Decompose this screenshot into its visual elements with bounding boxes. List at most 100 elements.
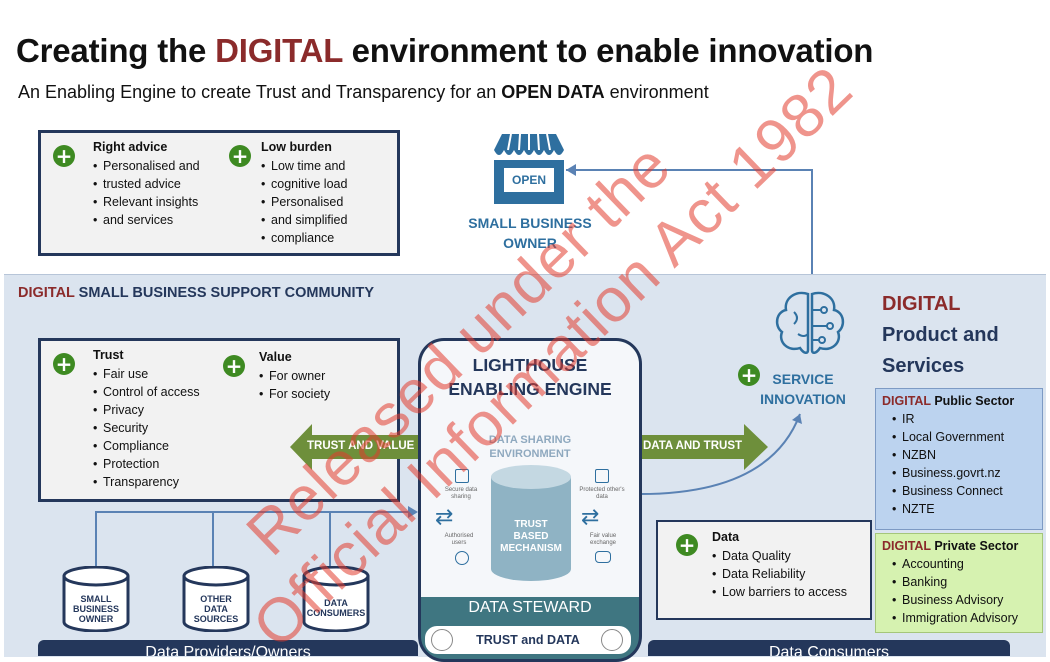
list-item: IR: [892, 410, 1004, 428]
list-item: NZTE: [892, 500, 1004, 518]
certificate-icon: [601, 629, 623, 651]
secure-sharing-label: Secure data sharing: [444, 487, 478, 500]
right-advice-list: Personalised and trusted advice Relevant…: [93, 157, 200, 229]
data-consumers-bar: Data Consumers: [648, 640, 1010, 656]
list-item: Low time and: [261, 157, 347, 175]
community-accent: DIGITAL: [18, 285, 75, 301]
list-item: trusted advice: [93, 175, 200, 193]
cyl-line: BUSINESS: [72, 604, 119, 614]
data-list: Data Quality Data Reliability Low barrie…: [712, 547, 847, 601]
sector-accent: DIGITAL: [882, 539, 931, 553]
cylinder-label: DATA CONSUMERS: [302, 598, 370, 618]
community-rest: SMALL BUSINESS SUPPORT COMMUNITY: [74, 285, 375, 301]
list-item-text: trusted advice: [103, 177, 181, 191]
data-consumers-label: Data Consumers: [768, 644, 890, 656]
benefits-box: + Right advice Personalised and trusted …: [38, 130, 400, 256]
sector-heading-text: Public Sector: [930, 394, 1015, 408]
list-item: compliance: [261, 229, 347, 247]
page-title: Creating the DIGITAL environment to enab…: [16, 32, 873, 70]
plus-icon: +: [53, 145, 75, 167]
fair-value-label: Fair value exchange: [589, 533, 617, 546]
list-item: Business.govrt.nz: [892, 464, 1004, 482]
list-item: For owner: [259, 367, 330, 385]
list-item: Relevant insights: [93, 193, 200, 211]
list-item: Accounting: [892, 555, 1018, 573]
list-item: Data Reliability: [712, 565, 847, 583]
list-item: Security: [93, 419, 200, 437]
swap-icon: ⇄: [581, 505, 600, 530]
list-item: Banking: [892, 573, 1018, 591]
sharing-line: ENVIRONMENT: [489, 448, 571, 460]
cyl-line: TRUST: [514, 519, 548, 530]
label-line: SMALL BUSINESS: [468, 215, 592, 231]
sector-heading-text: Private Sector: [930, 539, 1019, 553]
data-and-trust-label: DATA AND TRUST: [643, 440, 743, 452]
data-consumers-cylinder-icon: [302, 566, 370, 632]
cylinder-label: SMALL BUSINESS OWNER: [62, 594, 130, 624]
digital-accent: DIGITAL: [882, 293, 961, 315]
list-item: Transparency: [93, 473, 200, 491]
plus-icon: +: [53, 353, 75, 375]
public-sector-heading: DIGITAL Public Sector: [882, 394, 1014, 408]
safe-icon: [595, 469, 609, 483]
plus-icon: +: [223, 355, 245, 377]
shop-sign: OPEN: [511, 173, 546, 187]
cylinder-label: OTHER DATA SOURCES: [182, 594, 250, 624]
badge-icon: [431, 629, 453, 651]
data-sharing-label: DATA SHARING ENVIRONMENT: [421, 433, 639, 461]
other-data-sources-cylinder-icon: [182, 566, 250, 632]
data-and-trust-arrow: [634, 424, 768, 470]
data-providers-label: Data Providers/Owners: [145, 644, 311, 656]
trust-value-box: + Trust Fair use Control of access Priva…: [38, 338, 400, 502]
engine-title-line: ENABLING ENGINE: [448, 379, 612, 399]
cyl-line: SOURCES: [193, 614, 239, 624]
cyl-line: SMALL: [80, 594, 112, 604]
data-heading: Data: [712, 530, 740, 544]
users-icon: [455, 551, 469, 565]
trust-and-value-arrow: [290, 424, 420, 470]
data-steward-label: DATA STEWARD: [468, 599, 592, 616]
low-burden-list: Low time and cognitive load Personalised…: [261, 157, 347, 247]
plus-icon: +: [676, 534, 698, 556]
list-item: and services: [93, 211, 200, 229]
engine-title-line: LIGHTHOUSE: [472, 355, 588, 375]
list-item: Low barriers to access: [712, 583, 847, 601]
subtitle-bold: OPEN DATA: [501, 82, 605, 102]
list-item-text: compliance: [271, 231, 335, 245]
data-box: + Data Data Quality Data Reliability Low…: [656, 520, 872, 620]
brain-icon: [775, 291, 845, 354]
value-heading: Value: [259, 350, 292, 364]
list-item-text: cognitive load: [271, 177, 348, 191]
subtitle-part2: environment: [604, 82, 709, 102]
swap-icon: ⇄: [435, 505, 454, 530]
title-part1: Creating the: [16, 32, 216, 69]
private-sector-list: Accounting Banking Business Advisory Imm…: [892, 555, 1018, 627]
trust-and-data-label: TRUST and DATA: [476, 633, 580, 647]
data-providers-bar: Data Providers/Owners: [38, 640, 418, 656]
cylinder-label: TRUST BASED MECHANISM: [491, 519, 571, 555]
page-subtitle: An Enabling Engine to create Trust and T…: [18, 82, 709, 103]
list-item: Business Connect: [892, 482, 1004, 500]
list-item: and simplified: [261, 211, 347, 229]
list-item-text: and services: [103, 213, 174, 227]
digital-products-heading: DIGITAL Product and Services: [882, 289, 999, 382]
list-item: Immigration Advisory: [892, 609, 1018, 627]
plus-icon: +: [229, 145, 251, 167]
trust-and-value-label: TRUST AND VALUE: [307, 440, 415, 452]
list-item: Business Advisory: [892, 591, 1018, 609]
small-business-owner-label: SMALL BUSINESS OWNER: [460, 213, 600, 253]
right-advice-heading: Right advice: [93, 140, 168, 154]
cyl-line: DATA: [204, 604, 228, 614]
authorised-users-label: Authorised users: [444, 533, 474, 546]
list-item: Personalised: [261, 193, 347, 211]
subtitle-part1: An Enabling Engine to create Trust and T…: [18, 82, 502, 102]
cyl-line: BASED: [513, 531, 549, 542]
list-item: Control of access: [93, 383, 200, 401]
community-heading: DIGITAL SMALL BUSINESS SUPPORT COMMUNITY: [18, 285, 374, 301]
list-item: Personalised and: [93, 157, 200, 175]
list-item: Privacy: [93, 401, 200, 419]
plus-icon: +: [738, 364, 760, 386]
list-item: Fair use: [93, 365, 200, 383]
